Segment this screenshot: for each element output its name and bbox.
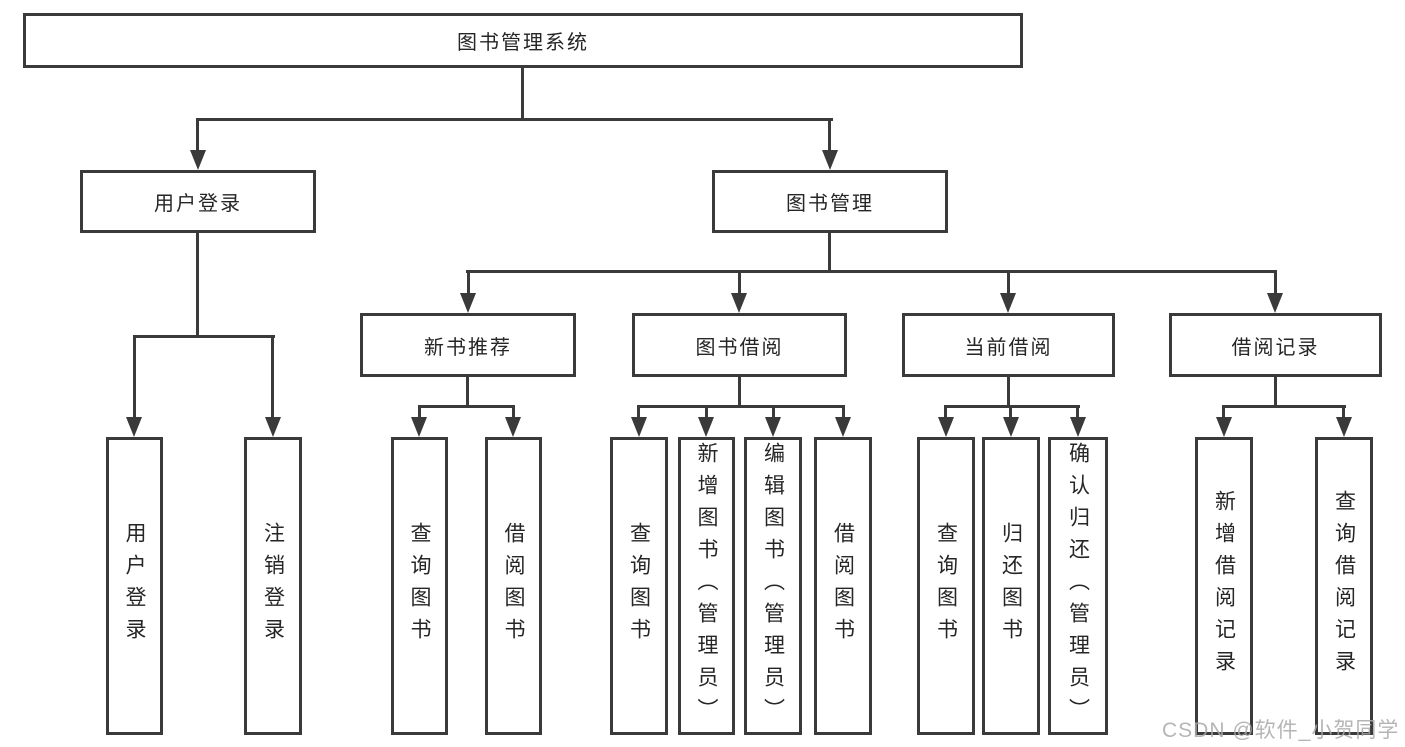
node-leaf-add-book-admin: 新增图书（管理员）: [678, 437, 735, 735]
node-label: 图书借阅: [695, 336, 784, 359]
node-label: 确认归还（管理员）: [1066, 442, 1090, 730]
connector-line: [1007, 270, 1010, 297]
connector-line: [133, 335, 275, 338]
node-label: 图书管理系统: [457, 32, 589, 54]
connector-arrowhead: [1000, 293, 1016, 313]
node-label: 借阅图书: [831, 522, 855, 650]
node-leaf-confirm-return-admin: 确认归还（管理员）: [1048, 437, 1108, 735]
connector-arrowhead: [1336, 417, 1352, 437]
connector-line: [418, 405, 421, 421]
connector-line: [1009, 405, 1012, 421]
connector-arrowhead: [938, 417, 954, 437]
node-leaf-logout: 注销登录: [244, 437, 302, 735]
connector-line: [772, 405, 775, 421]
node-leaf-borrow-book-1: 借阅图书: [485, 437, 542, 735]
connector-line: [738, 270, 741, 297]
connector-line: [466, 375, 469, 408]
node-leaf-user-login: 用户登录: [106, 437, 163, 735]
connector-line: [467, 270, 470, 297]
node-label: 新增图书（管理员）: [695, 442, 718, 730]
connector-line: [828, 118, 831, 154]
connector-arrowhead: [126, 417, 142, 437]
node-leaf-query-borrow-record: 查询借阅记录: [1315, 437, 1373, 735]
connector-line: [1342, 405, 1345, 421]
connector-line: [512, 405, 515, 421]
connector-line: [842, 405, 845, 421]
connector-line: [1222, 405, 1225, 421]
connector-arrowhead: [505, 417, 521, 437]
connector-arrowhead: [822, 150, 838, 170]
node-book-borrow: 图书借阅: [632, 313, 847, 377]
node-label: 借阅记录: [1231, 336, 1320, 359]
node-leaf-query-book-1: 查询图书: [391, 437, 448, 735]
connector-line: [828, 231, 831, 273]
connector-line: [271, 335, 274, 419]
connector-line: [196, 118, 833, 121]
connector-arrowhead: [411, 417, 427, 437]
node-leaf-edit-book-admin: 编辑图书（管理员）: [744, 437, 802, 735]
connector-line: [637, 405, 640, 421]
connector-arrowhead: [1070, 417, 1086, 437]
node-borrow-record: 借阅记录: [1169, 313, 1382, 377]
connector-line: [637, 405, 845, 408]
node-leaf-add-borrow-record: 新增借阅记录: [1195, 437, 1253, 735]
connector-arrowhead: [835, 417, 851, 437]
connector-arrowhead: [460, 293, 476, 313]
connector-arrowhead: [1216, 417, 1232, 437]
connector-arrowhead: [765, 417, 781, 437]
connector-arrowhead: [265, 417, 281, 437]
node-label: 查询图书: [934, 522, 958, 650]
node-label: 用户登录: [154, 193, 242, 215]
connector-line: [418, 405, 515, 408]
node-label: 借阅图书: [502, 522, 525, 650]
watermark-text: CSDN @软件_小贺同学: [1162, 719, 1400, 742]
node-user-login: 用户登录: [80, 170, 316, 233]
connector-arrowhead: [731, 293, 747, 313]
connector-line: [1076, 405, 1079, 421]
connector-line: [1222, 405, 1346, 408]
connector-line: [1274, 375, 1277, 408]
connector-line: [466, 270, 1277, 273]
node-current-borrow: 当前借阅: [902, 313, 1115, 377]
connector-line: [521, 66, 524, 120]
connector-line: [1274, 270, 1277, 297]
node-new-book-recommend: 新书推荐: [360, 313, 576, 377]
connector-line: [944, 405, 1080, 408]
node-root-system: 图书管理系统: [23, 13, 1023, 68]
connector-line: [705, 405, 708, 421]
node-label: 查询图书: [627, 522, 651, 650]
node-label: 用户登录: [123, 522, 146, 650]
connector-arrowhead: [1003, 417, 1019, 437]
connector-arrowhead: [698, 417, 714, 437]
node-leaf-return-book: 归还图书: [982, 437, 1040, 735]
connector-line: [196, 118, 199, 154]
node-label: 编辑图书（管理员）: [761, 442, 785, 730]
node-label: 当前借阅: [964, 336, 1053, 359]
connector-line: [944, 405, 947, 421]
connector-line: [1007, 375, 1010, 408]
node-label: 归还图书: [999, 522, 1023, 650]
node-label: 新书推荐: [424, 336, 512, 359]
connector-arrowhead: [190, 150, 206, 170]
connector-arrowhead: [631, 417, 647, 437]
node-book-management: 图书管理: [712, 170, 948, 233]
connector-arrowhead: [1267, 293, 1283, 313]
node-label: 查询图书: [408, 522, 431, 650]
node-label: 新增借阅记录: [1212, 490, 1236, 682]
node-label: 查询借阅记录: [1332, 490, 1356, 682]
connector-line: [196, 231, 199, 338]
node-label: 注销登录: [261, 522, 285, 650]
node-leaf-query-book-3: 查询图书: [917, 437, 975, 735]
connector-line: [133, 335, 136, 419]
node-label: 图书管理: [786, 193, 874, 215]
node-leaf-borrow-book-2: 借阅图书: [814, 437, 872, 735]
connector-line: [738, 375, 741, 408]
node-leaf-query-book-2: 查询图书: [610, 437, 668, 735]
